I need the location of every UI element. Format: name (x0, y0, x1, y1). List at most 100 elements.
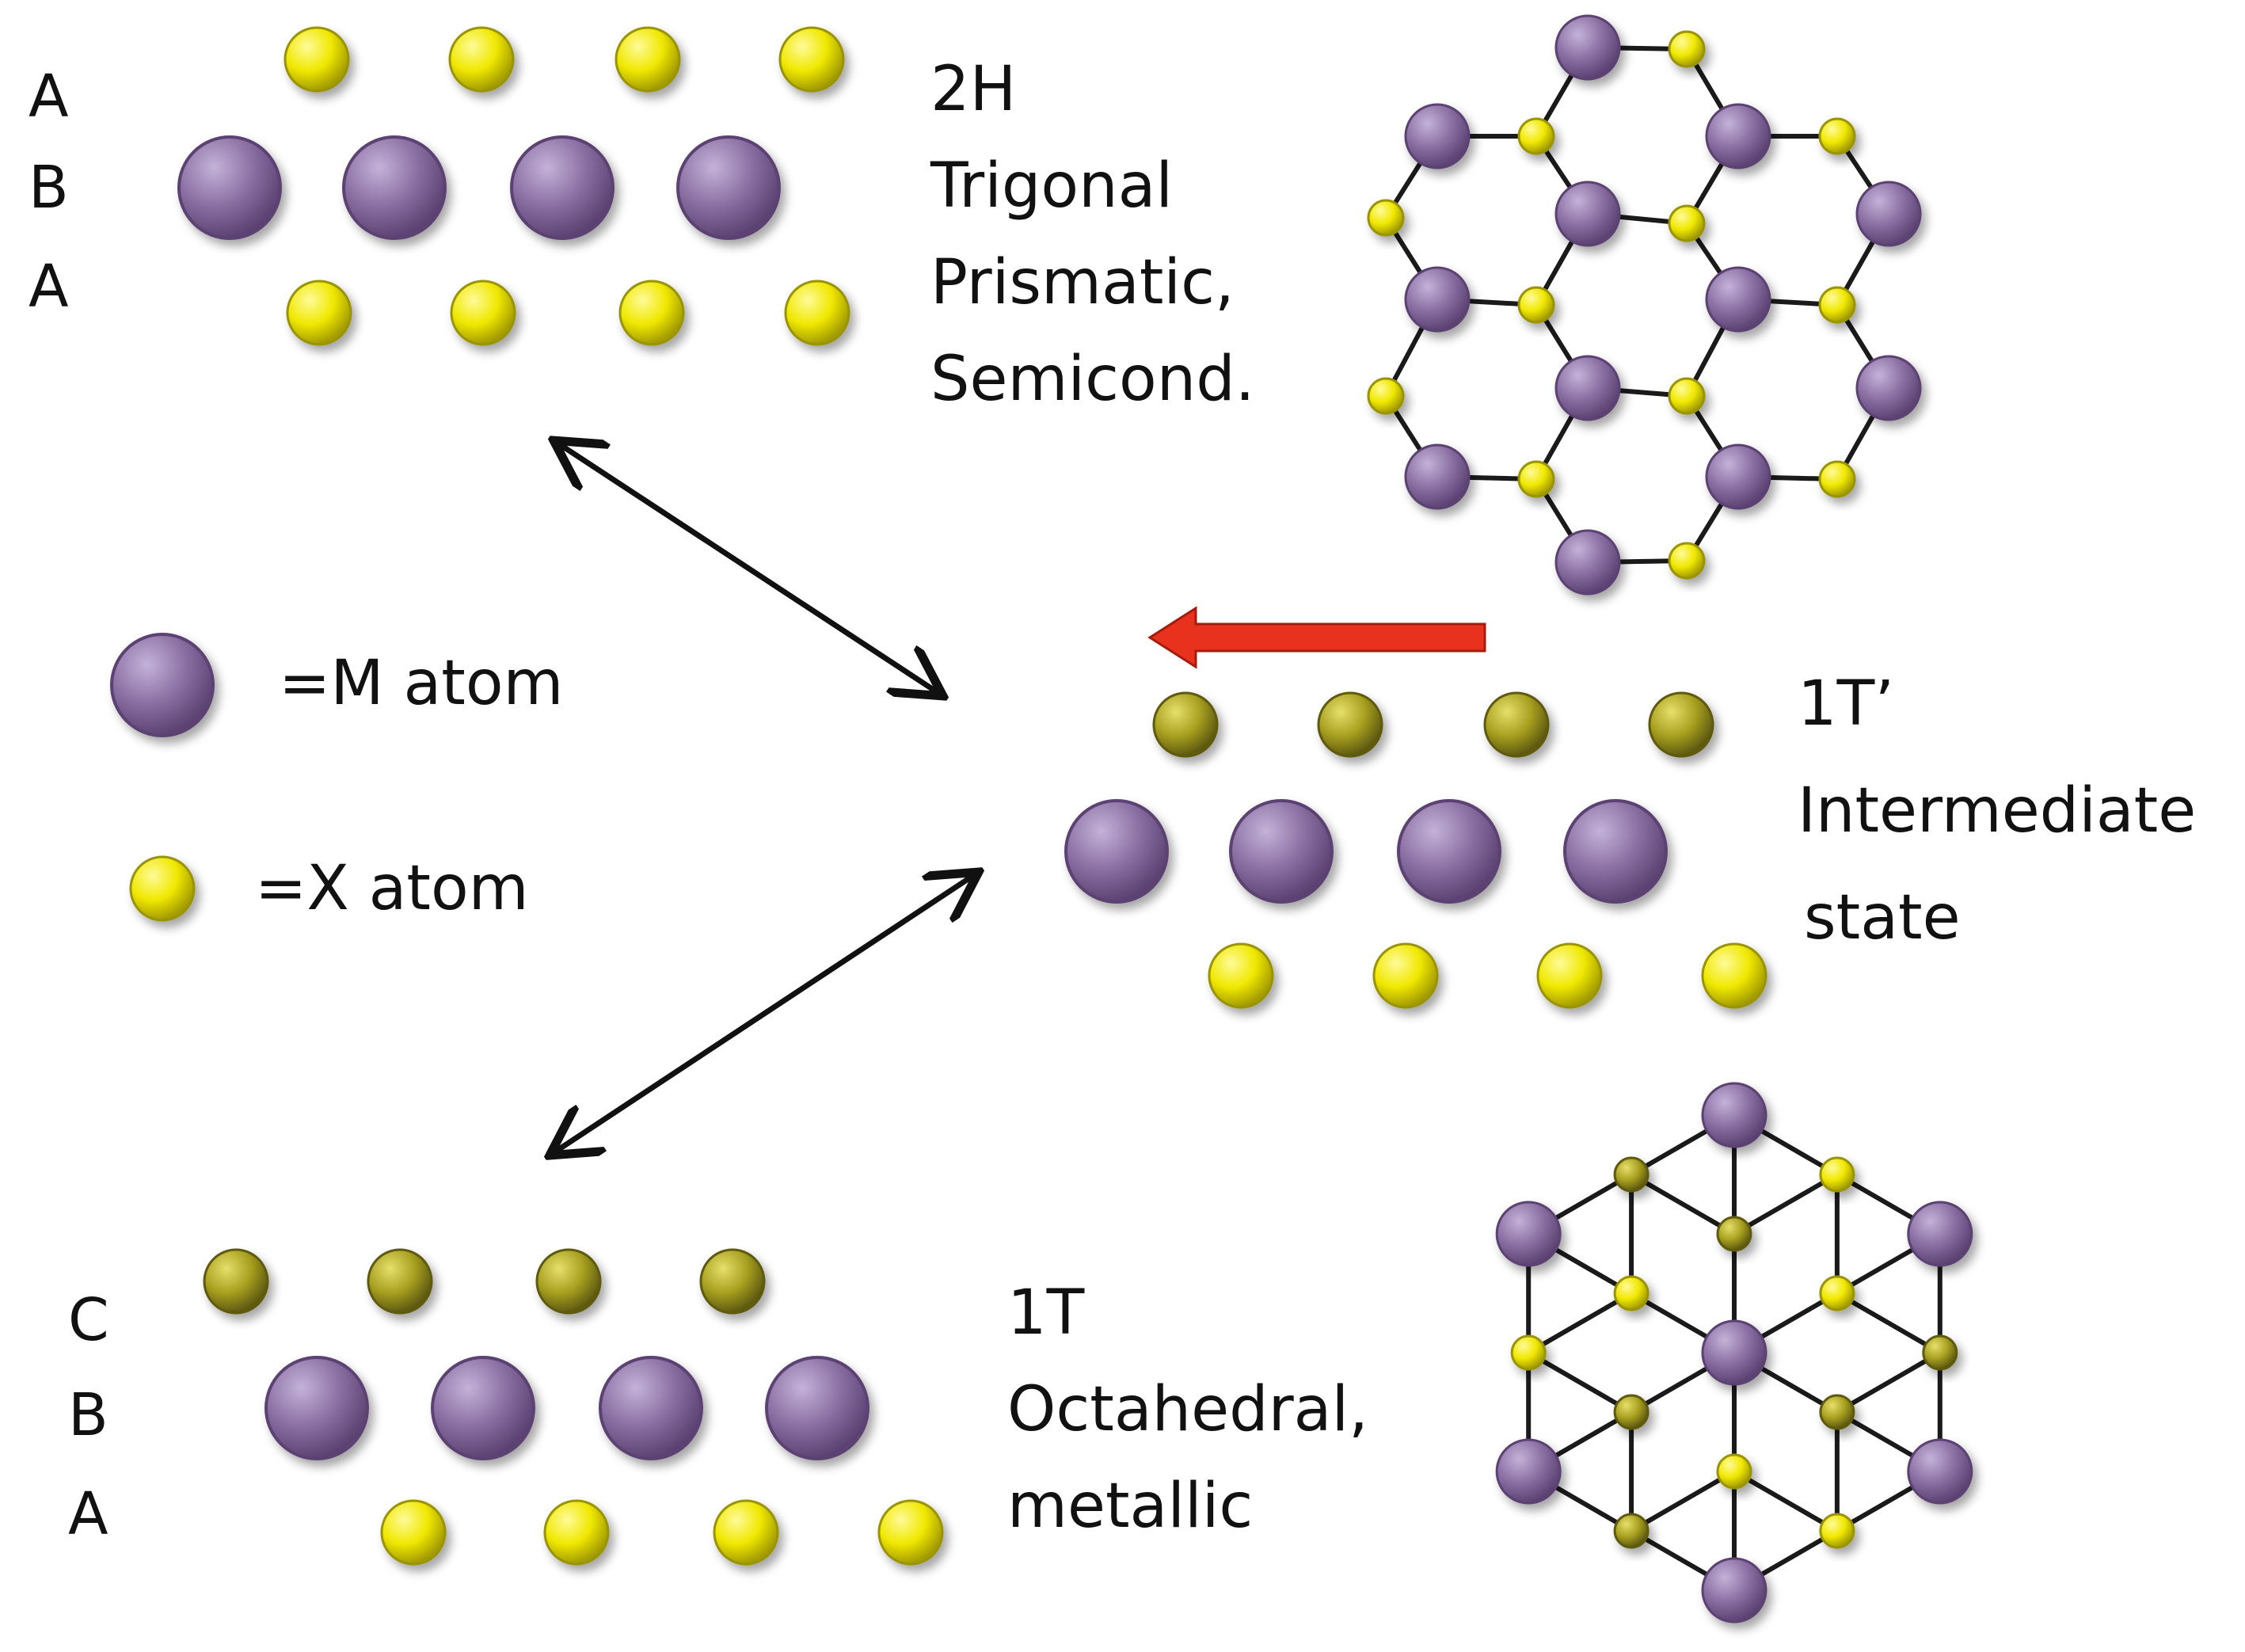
phase-label-1t-prime-line: state (1804, 882, 1961, 954)
m-atom (177, 135, 282, 240)
m-atom (1404, 103, 1471, 169)
x-atom (1517, 286, 1555, 324)
layer-label-1t-middle: B (68, 1381, 108, 1449)
bond-line (1630, 1172, 1736, 1236)
x-atom (877, 1499, 944, 1566)
layer-label-1t-top: C (68, 1286, 109, 1354)
bond-line (1733, 1172, 1839, 1236)
x-atom-olive (535, 1248, 602, 1315)
m-atom (1563, 799, 1668, 904)
m-atom (1705, 266, 1771, 333)
m-atom (599, 1356, 703, 1460)
x-atom (1367, 199, 1405, 237)
x-atom (283, 26, 350, 93)
x-atom (1716, 1453, 1752, 1490)
m-atom (1705, 103, 1771, 169)
phase-label-2h-line: Semicond. (930, 344, 1255, 415)
x-atom (1510, 1334, 1547, 1371)
m-atom (1907, 1438, 1973, 1505)
m-atom (1554, 355, 1621, 421)
phase-label-2h-line: Prismatic, (930, 247, 1235, 318)
phase-label-1t-line: metallic (1007, 1471, 1254, 1542)
x-atom-olive (1648, 691, 1714, 758)
phase-label-1t-line: 1T (1007, 1277, 1085, 1349)
layer-label-1t-bottom: A (68, 1480, 108, 1548)
x-atom (1701, 942, 1767, 1009)
phase-label-1t-prime-line: 1T’ (1798, 668, 1895, 740)
legend-x-atom-label: =X atom (255, 853, 529, 924)
x-atom-olive (203, 1248, 269, 1315)
bond-line (1527, 1350, 1633, 1414)
phase-label-2h-line: Trigonal (930, 150, 1174, 222)
x-atom (1208, 942, 1274, 1009)
m-atom (1701, 1082, 1767, 1148)
x-atom (1668, 542, 1706, 580)
x-atom (784, 280, 850, 346)
layer-label-2h-middle: B (29, 154, 69, 222)
x-atom-olive (1483, 691, 1550, 758)
phase-label-2h-line: 2H (930, 54, 1017, 125)
m-atom (1855, 355, 1922, 421)
m-atom (1495, 1438, 1562, 1505)
x-atom (286, 280, 352, 346)
m-atom (1495, 1201, 1562, 1267)
m-atom (1404, 266, 1471, 333)
x-atom (713, 1499, 779, 1566)
m-atom (264, 1356, 369, 1460)
x-atom (450, 280, 516, 346)
x-atom-olive (1152, 691, 1219, 758)
x-atom (1668, 204, 1706, 242)
bond-line (1733, 1469, 1839, 1533)
phase-label-2h: 2H Trigonal Prismatic, Semicond. (930, 41, 1255, 428)
m-atom (676, 135, 781, 240)
x-atom-olive (1613, 1156, 1650, 1193)
x-atom (1819, 1513, 1855, 1549)
red-direction-arrow (1147, 606, 1486, 669)
atoms (110, 14, 1973, 1623)
transition-arrow-2h-1t-prime (558, 443, 938, 693)
m-atom (510, 135, 615, 240)
x-atom-olive (1613, 1513, 1650, 1549)
layer-label-2h-top: A (29, 63, 69, 131)
x-atom (1536, 942, 1603, 1009)
x-atom (1367, 377, 1405, 415)
m-atom (431, 1356, 535, 1460)
phase-label-1t-prime: 1T’ Intermediate state (1798, 651, 2196, 972)
m-atom (765, 1356, 869, 1460)
x-atom (1818, 460, 1856, 498)
m-atom (1554, 181, 1621, 247)
m-atom (1404, 443, 1471, 510)
x-atom-olive (1716, 1216, 1752, 1252)
x-atom (778, 26, 845, 93)
phase-label-1t-line: Octahedral, (1007, 1374, 1368, 1445)
x-atom (1517, 117, 1555, 155)
x-atom-olive (1922, 1334, 1958, 1371)
legend-m-atom (110, 633, 215, 737)
phase-label-1t-prime-line: Intermediate (1798, 775, 2197, 847)
x-atom (615, 26, 681, 93)
m-atom (342, 135, 447, 240)
x-atom-olive (1819, 1394, 1855, 1430)
m-atom (1229, 799, 1334, 904)
x-atom (1372, 942, 1439, 1009)
x-atom (448, 26, 515, 93)
x-atom-olive (367, 1248, 433, 1315)
m-atom (1705, 443, 1771, 510)
m-atom (1064, 799, 1169, 904)
m-atom (1907, 1201, 1973, 1267)
x-atom (1819, 1275, 1855, 1311)
x-atom (1818, 286, 1856, 324)
layer-label-2h-bottom: A (29, 253, 69, 321)
x-atom (1668, 377, 1706, 415)
x-atom-olive (1613, 1394, 1650, 1430)
x-atom (543, 1499, 610, 1566)
m-atom (1701, 1557, 1767, 1623)
bond-line (1630, 1469, 1736, 1533)
bond-line (1836, 1350, 1942, 1414)
bond-line (1836, 1291, 1942, 1355)
transition-arrow-1t-1t-prime (554, 875, 974, 1152)
x-atom (1517, 460, 1555, 498)
bond-line (1527, 1291, 1633, 1355)
phase-label-1t: 1T Octahedral, metallic (1007, 1265, 1368, 1555)
